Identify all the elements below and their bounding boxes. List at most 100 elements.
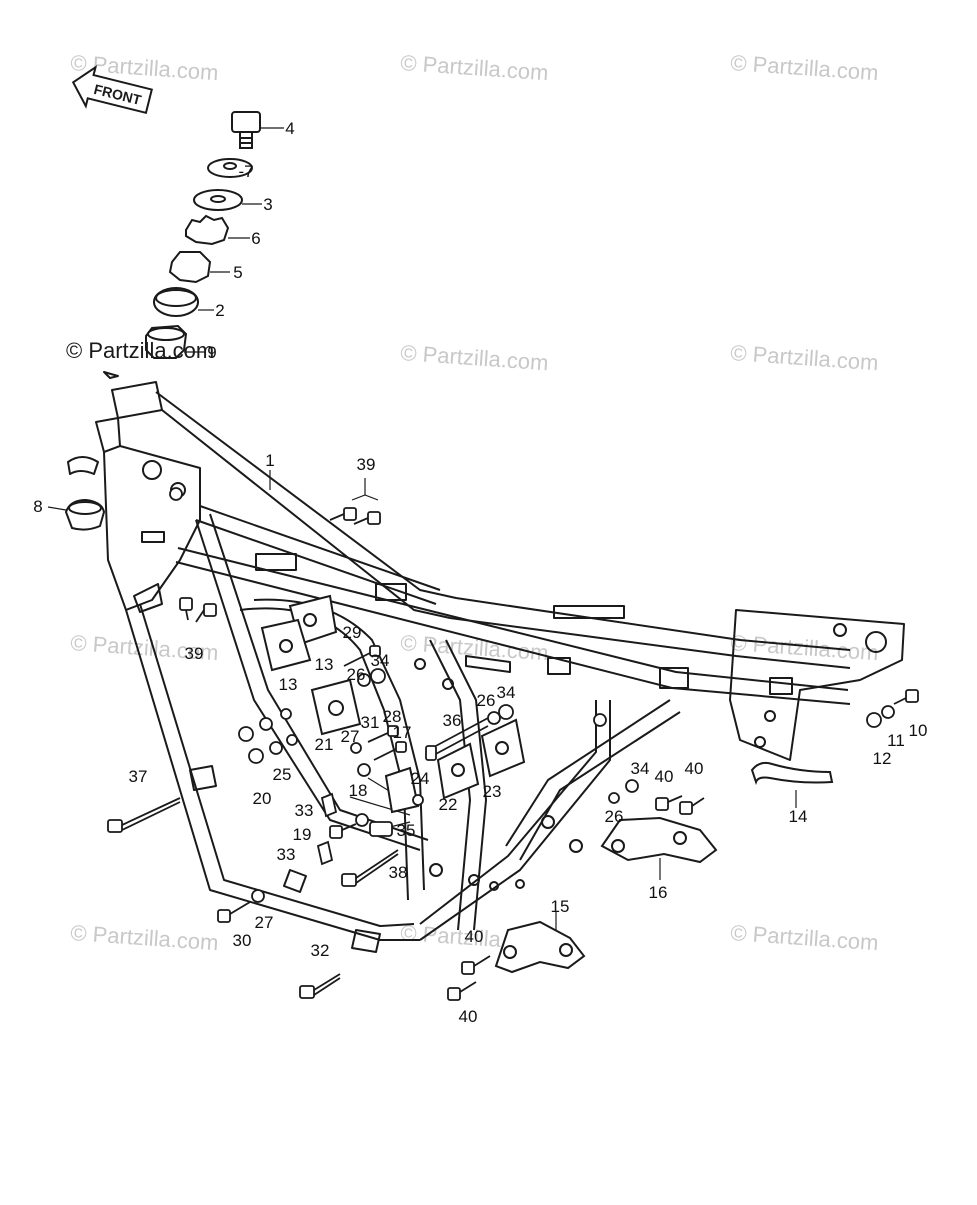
part-callout-37: 37 [129, 767, 148, 786]
part-callout-1: 1 [265, 451, 274, 470]
part-callout-12: 12 [873, 749, 892, 768]
part-callout-34: 34 [497, 683, 516, 702]
bolt-10 [893, 689, 919, 705]
part-callout-23: 23 [483, 782, 502, 801]
bolt-38 [341, 849, 399, 887]
part-callout-27: 27 [341, 727, 360, 746]
footrest-bracket-15 [494, 920, 586, 974]
part-callout-25: 25 [273, 765, 292, 784]
part-callout-9: 9 [207, 343, 216, 362]
part-callout-26: 26 [605, 807, 624, 826]
mount-plate-24 [384, 766, 420, 814]
frame-head-tube [111, 381, 163, 419]
washer-26b [487, 711, 501, 725]
part-callout-17: 17 [393, 723, 412, 742]
part-callout-31: 31 [361, 713, 380, 732]
nut-34b [498, 704, 514, 720]
bolt-40d [447, 981, 477, 1001]
watermark-text: © Partzilla.com [70, 920, 220, 955]
part-callout-26: 26 [477, 691, 496, 710]
part-callout-39: 39 [357, 455, 376, 474]
bolt-39b [353, 511, 381, 525]
part-callout-24: 24 [411, 769, 430, 788]
washer-11 [881, 705, 895, 719]
part-callout-40: 40 [655, 767, 674, 786]
stem-bolt [231, 111, 261, 149]
footrest-bracket-16 [600, 816, 718, 864]
collar-35 [369, 821, 393, 837]
part-callout-14: 14 [789, 807, 808, 826]
part-callout-34: 34 [371, 651, 390, 670]
bolt-28 [373, 741, 407, 761]
bolt-19 [329, 823, 357, 839]
bolt-32 [299, 973, 341, 999]
nut-17 [357, 763, 371, 777]
part-callout-8: 8 [33, 497, 42, 516]
frame-down-tube-left [125, 609, 420, 941]
part-callout-15: 15 [551, 897, 570, 916]
spacer-18 [355, 813, 369, 827]
part-callout-7: -7 [238, 162, 253, 181]
steering-stem-parts [64, 111, 261, 531]
bolt-29 [343, 645, 381, 667]
washer-27a [350, 742, 362, 754]
part-callout-5: 5 [233, 263, 242, 282]
part-callout-13: 13 [315, 655, 334, 674]
front-arrow-icon [71, 64, 153, 115]
washer-27b [251, 889, 265, 903]
clip-33a [320, 792, 338, 818]
part-callout-11: 11 [887, 731, 905, 750]
frame-gusset [103, 445, 201, 611]
part-callout-32: 32 [311, 941, 330, 960]
part-callout-27: 27 [255, 913, 274, 932]
bolt-39d [195, 603, 217, 623]
part-callout-29: 29 [343, 623, 362, 642]
frame-rear-plate [729, 609, 905, 761]
part-callout-40: 40 [459, 1007, 478, 1026]
watermark-text: © Partzilla.com [400, 340, 550, 375]
part-callout-13: 13 [279, 675, 298, 694]
part-callout-35: 35 [397, 821, 416, 840]
part-callout-10: 10 [909, 721, 928, 740]
bolt-37 [107, 797, 181, 833]
part-callout-4: 4 [285, 119, 294, 138]
lock-nut-6 [185, 214, 230, 246]
bolt-40c [461, 955, 491, 975]
part-callout-34: 34 [631, 759, 650, 778]
washer-12 [866, 712, 882, 728]
part-callout-6: 6 [251, 229, 260, 248]
mount-brackets [260, 594, 834, 974]
watermark-text: © Partzilla.com [730, 340, 880, 375]
part-callout-2: 2 [215, 301, 224, 320]
fasteners [107, 487, 919, 1001]
part-callout-28: 28 [383, 707, 402, 726]
part-callout-22: 22 [439, 795, 458, 814]
nut-group-20-25 [238, 708, 298, 764]
part-callout-3: 3 [263, 195, 272, 214]
part-callout-30: 30 [233, 931, 252, 950]
part-callout-18: 18 [349, 781, 368, 800]
part-callout-26: 26 [347, 665, 366, 684]
bolt-30 [217, 901, 251, 923]
part-callout-40: 40 [465, 927, 484, 946]
part-callout-16: 16 [649, 883, 668, 902]
nut-34c [625, 779, 639, 793]
stem-nut-5 [168, 251, 212, 284]
strap-14 [750, 761, 834, 786]
watermark-text: © Partzilla.com [400, 50, 550, 85]
part-callout-40: 40 [685, 759, 704, 778]
bolt-31 [367, 725, 399, 743]
part-callout-36: 36 [443, 711, 462, 730]
washer-26a [357, 673, 371, 687]
watermark-text: © Partzilla.com [730, 630, 880, 665]
part-callout-19: 19 [293, 825, 312, 844]
part-callout-33: 33 [295, 801, 314, 820]
clip-33b [316, 840, 334, 866]
bolt-40b [679, 797, 705, 815]
frame-top-tube [155, 391, 851, 651]
washer-26c [608, 792, 620, 804]
watermark-layer: © Partzilla.com © Partzilla.com © Partzill… [70, 50, 880, 955]
part-callout-21: 21 [315, 735, 334, 754]
